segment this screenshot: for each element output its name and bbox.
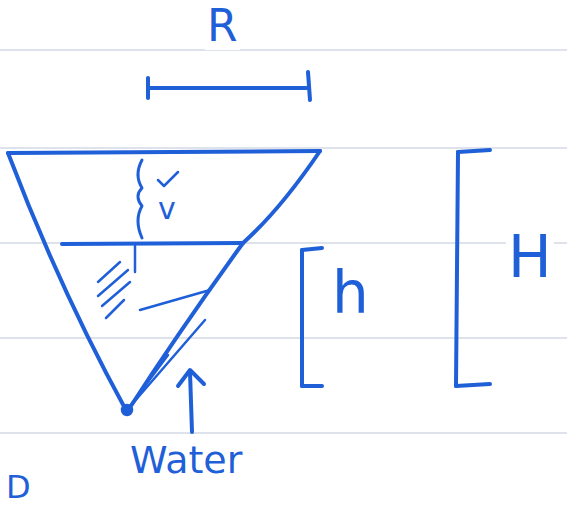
cone-height-label: H (506, 226, 554, 290)
H-bracket (456, 150, 490, 386)
height-brace (138, 160, 178, 238)
radius-label: R (205, 2, 240, 50)
ruled-lines (0, 50, 567, 433)
volume-label: v (156, 192, 178, 225)
water-shading (98, 246, 210, 415)
h-bracket (302, 248, 322, 386)
radius-bar (148, 72, 310, 100)
margin-letter: D (4, 470, 33, 505)
water-label: Water (128, 440, 244, 482)
pointer-arrow (178, 370, 204, 432)
cone-outline (8, 151, 320, 412)
water-height-label: h (330, 262, 371, 326)
